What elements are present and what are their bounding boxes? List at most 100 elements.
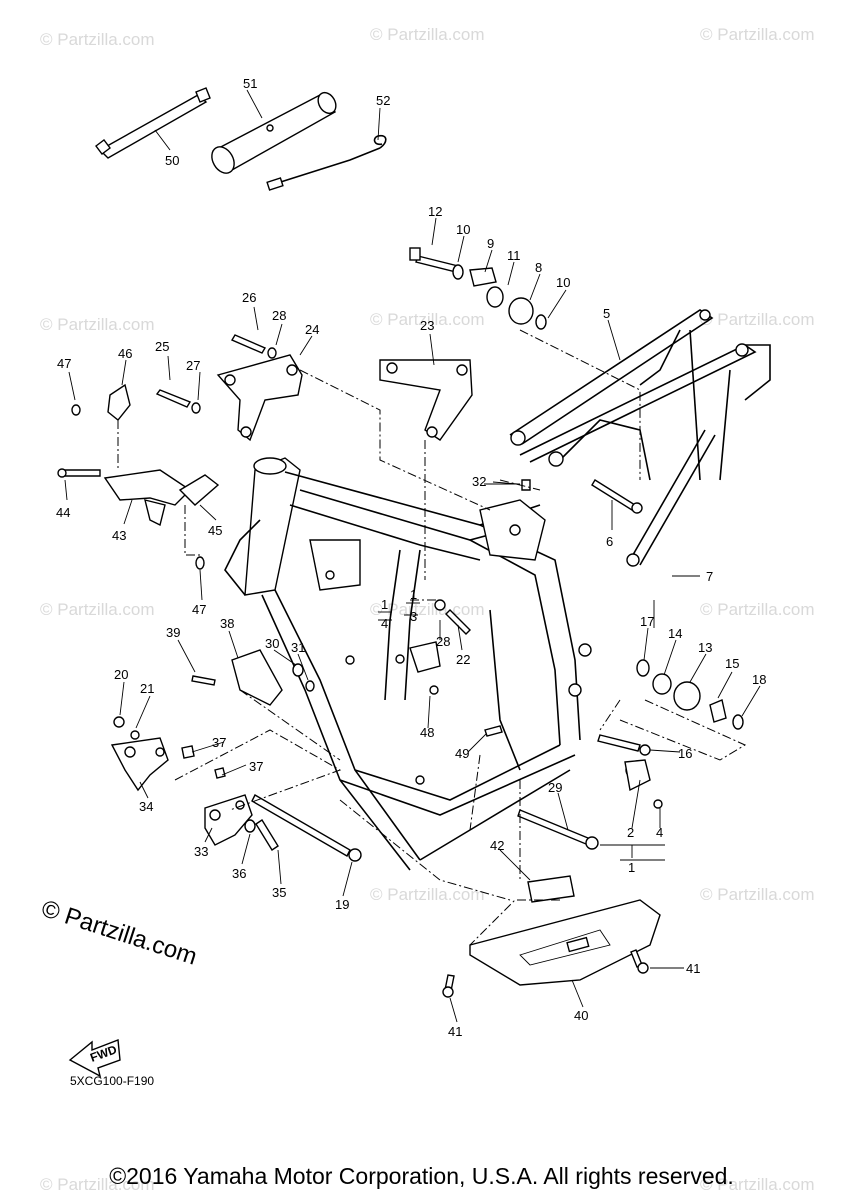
callout-46: 46: [118, 346, 132, 361]
callout-27: 27: [186, 358, 200, 373]
callout-36: 36: [232, 866, 246, 881]
callout-52: 52: [376, 93, 390, 108]
callout-41: 41: [686, 961, 700, 976]
tool-wrench[interactable]: [95, 87, 211, 159]
callout-35: 35: [272, 885, 286, 900]
engine-mount-bracket-left[interactable]: [216, 354, 303, 442]
partzilla-watermark: © Partzilla.com: [38, 895, 200, 971]
callout-10: 10: [556, 275, 570, 290]
fwd-arrow-icon: FWD: [68, 1039, 121, 1078]
callout-34: 34: [139, 799, 153, 814]
callout-24: 24: [305, 322, 319, 337]
callout-51: 51: [243, 76, 257, 91]
watermark: © Partzilla.com: [370, 25, 485, 44]
rear-frame-bolt-set[interactable]: [409, 247, 643, 514]
watermark: © Partzilla.com: [40, 30, 155, 49]
tool-spoke-wrench[interactable]: [266, 134, 387, 191]
callout-40: 40: [574, 1008, 588, 1023]
callout-1: 1: [410, 587, 417, 602]
callout-4: 4: [656, 825, 663, 840]
watermark-layer: © Partzilla.com © Partzilla.com © Partzi…: [40, 25, 815, 1194]
callout-21: 21: [140, 681, 154, 696]
callout-10: 10: [456, 222, 470, 237]
callout-37: 37: [212, 735, 226, 750]
callout-39: 39: [166, 625, 180, 640]
callout-28: 28: [436, 634, 450, 649]
tool-box-wrench[interactable]: [207, 89, 339, 177]
callout-44: 44: [56, 505, 70, 520]
watermark: © Partzilla.com: [700, 600, 815, 619]
diagram-code: 5XCG100-F190: [70, 1074, 154, 1088]
callout-7: 7: [706, 569, 713, 584]
callout-labels: 51 52 50 12 10 9 11 8 10 5 32 6 7 26 28 …: [56, 76, 766, 1039]
engine-mount-bolts[interactable]: [155, 334, 531, 635]
callout-47: 47: [192, 602, 206, 617]
callout-6: 6: [606, 534, 613, 549]
main-frame[interactable]: [224, 457, 592, 871]
callout-29: 29: [548, 780, 562, 795]
callout-32: 32: [472, 474, 486, 489]
leader-lines: [64, 89, 761, 1023]
rear-frame-strut[interactable]: [626, 429, 716, 567]
label-brackets: [378, 602, 665, 861]
callout-31: 31: [291, 640, 305, 655]
callout-42: 42: [490, 838, 504, 853]
frame-cover[interactable]: [231, 649, 283, 706]
engine-bracket-right[interactable]: [204, 794, 253, 846]
callout-12: 12: [428, 204, 442, 219]
skid-plate-pad[interactable]: [527, 875, 575, 903]
watermark: © Partzilla.com: [700, 885, 815, 904]
watermark: © Partzilla.com: [370, 885, 485, 904]
callout-8: 8: [535, 260, 542, 275]
long-through-bolts[interactable]: [244, 794, 599, 862]
watermark: © Partzilla.com: [40, 315, 155, 334]
callout-13: 13: [698, 640, 712, 655]
callout-1: 1: [381, 597, 388, 612]
small-fasteners[interactable]: [113, 641, 663, 809]
watermark: © Partzilla.com: [700, 1175, 815, 1194]
callout-41: 41: [448, 1024, 462, 1039]
skid-plate[interactable]: [469, 899, 661, 986]
callout-9: 9: [487, 236, 494, 251]
callout-23: 23: [420, 318, 434, 333]
assembly-lines: [117, 329, 747, 946]
watermark: © Partzilla.com: [700, 310, 815, 329]
rear-subframe[interactable]: [509, 309, 771, 481]
watermark: © Partzilla.com: [40, 600, 155, 619]
callout-15: 15: [725, 656, 739, 671]
callout-45: 45: [208, 523, 222, 538]
callout-50: 50: [165, 153, 179, 168]
callout-25: 25: [155, 339, 169, 354]
callout-20: 20: [114, 667, 128, 682]
skid-plate-bolts[interactable]: [442, 949, 649, 998]
copyright-notice: ©2016 Yamaha Motor Corporation, U.S.A. A…: [109, 1163, 734, 1189]
callout-18: 18: [752, 672, 766, 687]
watermark: © Partzilla.com: [370, 600, 485, 619]
engine-mount-bracket-upper[interactable]: [379, 359, 473, 441]
watermark: © Partzilla.com: [700, 25, 815, 44]
callout-38: 38: [220, 616, 234, 631]
callout-19: 19: [335, 897, 349, 912]
footrest-assembly[interactable]: [57, 383, 220, 570]
callout-28: 28: [272, 308, 286, 323]
callout-17: 17: [640, 614, 654, 629]
callout-14: 14: [668, 626, 682, 641]
pivot-bearing-set[interactable]: [597, 659, 744, 756]
callout-3: 3: [410, 609, 417, 624]
callout-48: 48: [420, 725, 434, 740]
callout-30: 30: [265, 636, 279, 651]
callout-22: 22: [456, 652, 470, 667]
callout-5: 5: [603, 306, 610, 321]
callout-26: 26: [242, 290, 256, 305]
callout-33: 33: [194, 844, 208, 859]
engine-bracket-left[interactable]: [110, 737, 169, 792]
callout-4: 4: [381, 616, 388, 631]
callout-16: 16: [678, 746, 692, 761]
callout-1: 1: [628, 860, 635, 875]
callout-43: 43: [112, 528, 126, 543]
callout-11: 11: [507, 248, 521, 263]
callout-37: 37: [249, 759, 263, 774]
callout-49: 49: [455, 746, 469, 761]
callout-47: 47: [57, 356, 71, 371]
